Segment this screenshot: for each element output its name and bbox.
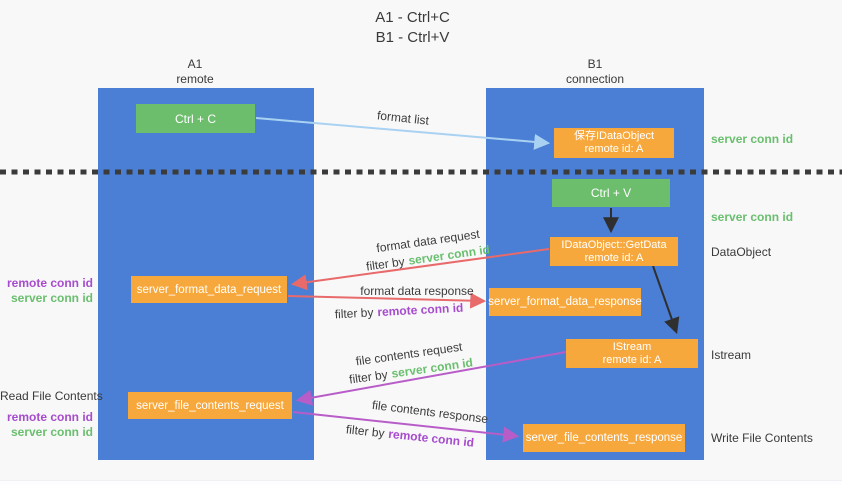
lifeline-header-a1: A1 remote bbox=[135, 57, 255, 87]
server-file-contents-request-label: server_file_contents_request bbox=[136, 399, 284, 412]
server-conn-id-annotation-top: server conn id bbox=[711, 132, 794, 146]
lifeline-b1-name: B1 bbox=[587, 57, 603, 71]
format-data-response-label: format data response bbox=[360, 284, 474, 298]
write-file-contents-annotation: Write File Contents bbox=[711, 431, 813, 445]
window-bottom-edge bbox=[0, 480, 842, 485]
server-conn-id-annotation-2: server conn id bbox=[10, 425, 93, 439]
title-line-2: B1 - Ctrl+V bbox=[375, 29, 450, 46]
server-file-contents-response-box: server_file_contents_response bbox=[523, 424, 685, 452]
remote-conn-id-annotation-1: remote conn id bbox=[6, 276, 93, 290]
server-file-contents-response-label: server_file_contents_response bbox=[525, 432, 683, 444]
lifeline-header-b1: B1 connection bbox=[535, 57, 655, 87]
file-request-conn-annotations: Read File Contents remote conn id server… bbox=[0, 389, 103, 440]
lifeline-b1-role: connection bbox=[565, 72, 625, 86]
idataobject-getdata-box: IDataObject::GetData remote id: A bbox=[550, 237, 678, 266]
server-conn-id-annotation-mid: server conn id bbox=[711, 210, 794, 224]
format-list-arrow bbox=[255, 117, 551, 150]
server-format-data-response-box: server_format_data_response bbox=[488, 288, 642, 316]
lifeline-a1-name: A1 bbox=[187, 57, 203, 71]
istream-line1: IStream bbox=[612, 340, 652, 353]
format-data-response-arrow bbox=[287, 292, 487, 309]
format-request-conn-annotations: remote conn id server conn id bbox=[0, 276, 93, 306]
file-contents-response-arrow bbox=[292, 411, 520, 443]
format-data-request-arrow bbox=[290, 248, 550, 291]
istream-line2: remote id: A bbox=[602, 353, 662, 366]
save-idataobject-line1: 保存IDataObject bbox=[573, 130, 655, 142]
save-idataobject-box: 保存IDataObject remote id: A bbox=[554, 128, 674, 158]
ctrl-v-label: Ctrl + V bbox=[590, 186, 632, 200]
lifeline-a1-role: remote bbox=[176, 72, 214, 86]
istream-box: IStream remote id: A bbox=[566, 339, 698, 368]
title-line-1: A1 - Ctrl+C bbox=[375, 9, 450, 26]
file-contents-request-arrow bbox=[295, 351, 567, 406]
read-file-contents-annotation: Read File Contents bbox=[0, 389, 103, 403]
server-conn-id-annotation-1: server conn id bbox=[10, 291, 93, 305]
filter-by-text-2: filter by bbox=[334, 305, 374, 322]
ctrl-c-box: Ctrl + C bbox=[136, 104, 255, 133]
ctrl-c-label: Ctrl + C bbox=[174, 111, 216, 126]
server-format-data-request-box: server_format_data_request bbox=[131, 276, 287, 303]
save-idataobject-line2: remote id: A bbox=[584, 143, 644, 155]
getdata-line2: remote id: A bbox=[584, 251, 644, 264]
ctrl-v-box: Ctrl + V bbox=[552, 179, 670, 207]
diagram-title: A1 - Ctrl+C B1 - Ctrl+V bbox=[310, 8, 515, 48]
istream-annotation: Istream bbox=[711, 348, 752, 362]
remote-conn-id-annotation-2: remote conn id bbox=[6, 410, 93, 424]
dataobject-annotation: DataObject bbox=[711, 245, 772, 259]
getdata-line1: IDataObject::GetData bbox=[561, 238, 667, 251]
server-format-data-response-label: server_format_data_response bbox=[488, 296, 642, 308]
server-file-contents-request-box: server_file_contents_request bbox=[128, 392, 292, 419]
server-format-data-request-label: server_format_data_request bbox=[136, 283, 282, 296]
getdata-to-istream-arrow bbox=[652, 265, 680, 335]
